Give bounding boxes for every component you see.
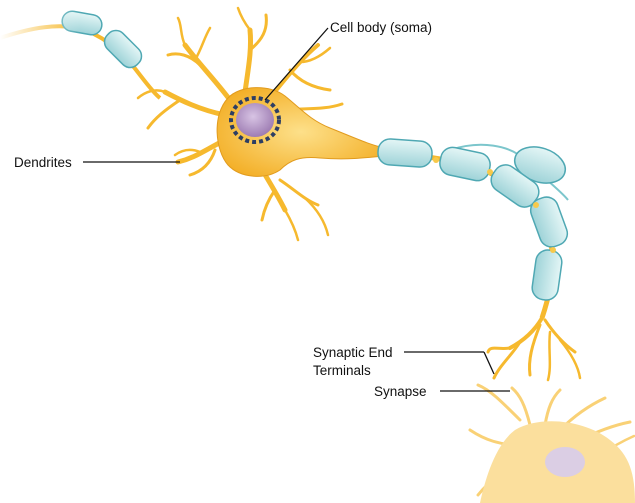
node-of-ranvier bbox=[487, 169, 493, 175]
soma bbox=[138, 8, 385, 240]
dendrites-label: Dendrites bbox=[14, 155, 72, 170]
postsynaptic-neuron bbox=[470, 385, 635, 503]
incoming-axon bbox=[0, 0, 160, 98]
label-cell-body: Cell body (soma) bbox=[265, 20, 432, 100]
label-synaptic-end-terminals: Synaptic End Terminals bbox=[313, 345, 494, 378]
cell-body-label: Cell body (soma) bbox=[330, 20, 432, 35]
axon-terminals bbox=[488, 318, 580, 380]
myelin-sheath-segment bbox=[531, 248, 564, 301]
node-of-ranvier bbox=[533, 202, 539, 208]
myelin-sheath-segment bbox=[377, 138, 433, 168]
synaptic-end-label: Synaptic End bbox=[313, 345, 393, 360]
myelin-sheath-segment bbox=[527, 194, 570, 251]
synapse-label: Synapse bbox=[374, 384, 427, 399]
terminals-label: Terminals bbox=[313, 363, 371, 378]
nucleus bbox=[236, 103, 274, 137]
myelin-sheath-segment bbox=[438, 145, 493, 183]
myelin-sheath-segment bbox=[100, 26, 145, 71]
node-of-ranvier bbox=[433, 157, 439, 163]
axon bbox=[377, 138, 571, 318]
node-of-ranvier bbox=[550, 247, 556, 253]
label-synapse: Synapse bbox=[374, 384, 510, 399]
label-dendrites: Dendrites bbox=[14, 155, 180, 170]
